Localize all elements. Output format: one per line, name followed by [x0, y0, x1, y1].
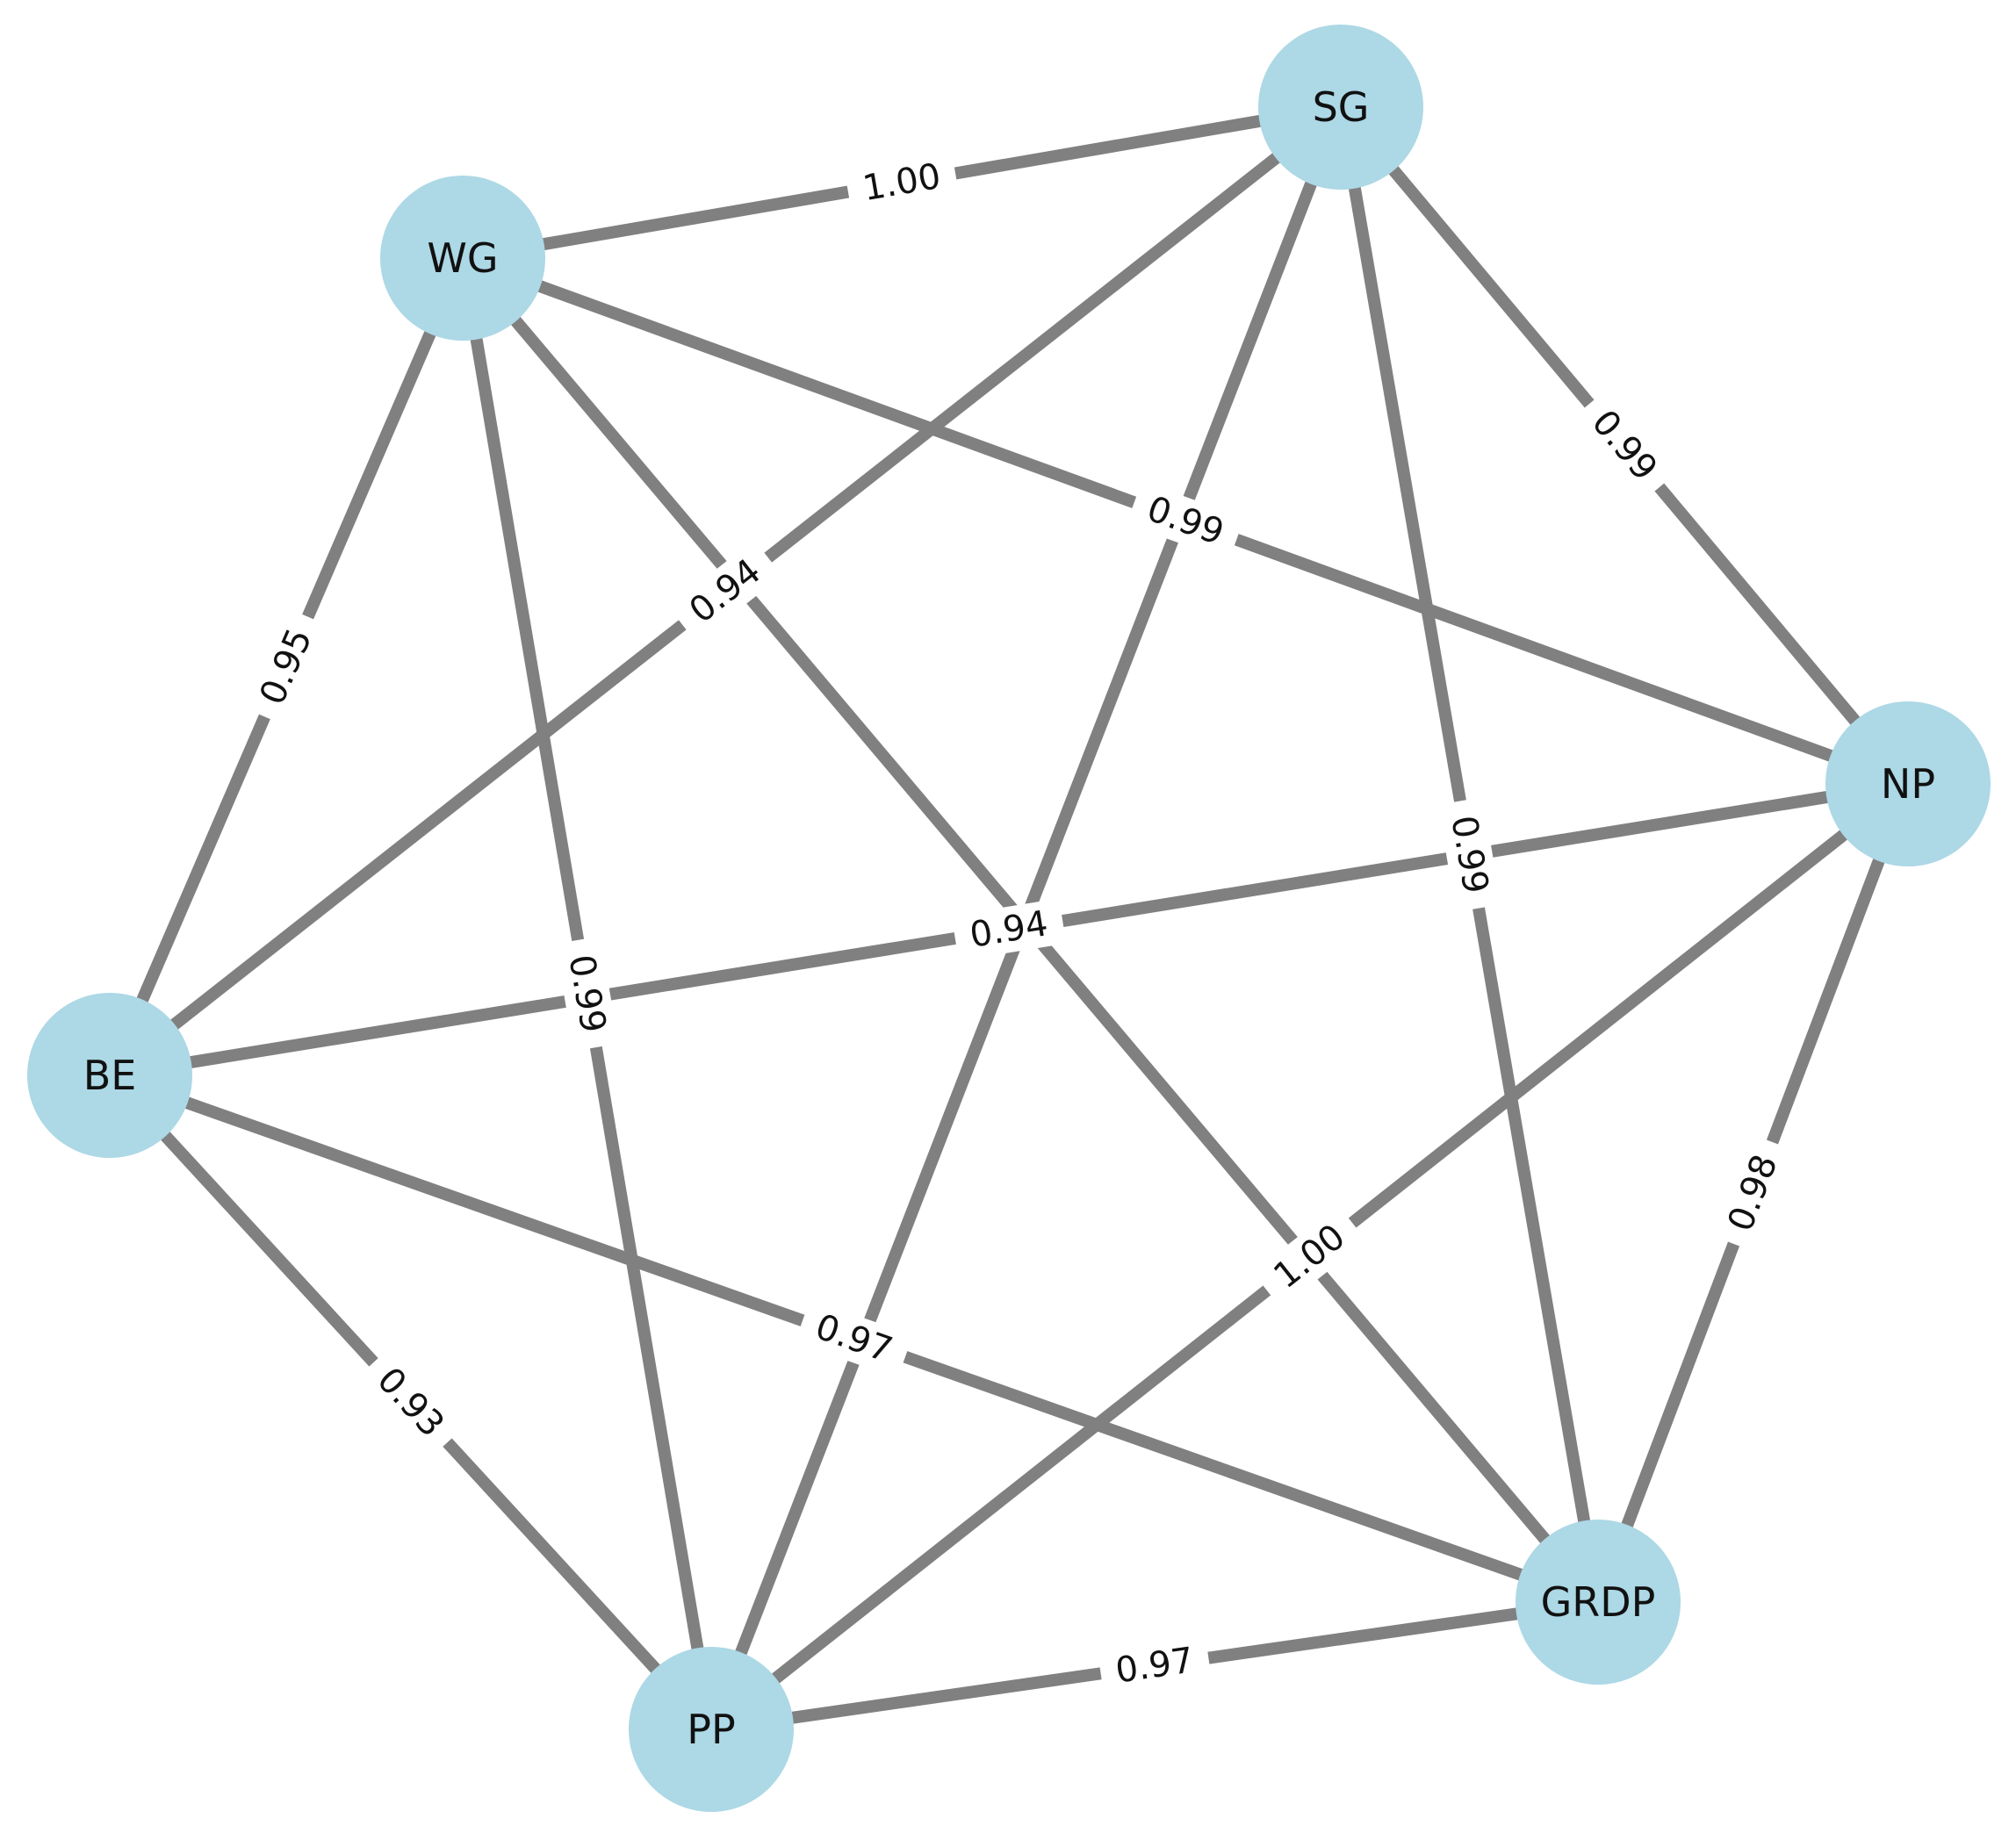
edge-weight-label: 0.99	[1443, 813, 1495, 897]
node-np: NP	[1825, 701, 1991, 866]
node-circle	[629, 1647, 794, 1812]
node-label: GRDP	[1541, 1578, 1656, 1626]
nodes-layer: SG WG NP BE GRDP PP	[27, 25, 1991, 1812]
node-circle	[1516, 1520, 1681, 1685]
node-label: NP	[1881, 760, 1935, 808]
edge-label-np-be: 0.94	[951, 898, 1067, 961]
node-grdp: GRDP	[1516, 1520, 1681, 1685]
node-label: WG	[427, 234, 498, 282]
edge-label-wg-be: 0.95	[243, 607, 329, 726]
edge-label-background	[951, 898, 1067, 961]
node-circle	[27, 993, 192, 1158]
edge-label-background	[356, 1347, 464, 1458]
node-circle	[380, 176, 545, 341]
node-sg: SG	[1258, 25, 1423, 190]
edge-label-sg-grdp: 0.99	[1437, 796, 1501, 913]
edge-label-wg-pp: 0.99	[555, 936, 619, 1052]
node-be: BE	[27, 993, 192, 1158]
edge-label-be-pp: 0.93	[356, 1347, 464, 1458]
node-label: SG	[1313, 83, 1370, 131]
edge-weight-label: 0.99	[560, 952, 613, 1035]
edge-label-background	[1252, 1204, 1367, 1309]
edge-label-pp-grdp: 0.97	[1097, 1635, 1213, 1697]
edge-label-background	[668, 539, 782, 643]
edge-label-background	[243, 607, 329, 726]
edge-weight-label: 1.00	[860, 156, 944, 209]
edge-label-sg-be: 0.94	[668, 539, 782, 643]
edge-label-background	[1126, 480, 1245, 562]
edge-label-background	[1572, 389, 1677, 502]
edge-label-background	[1712, 1133, 1794, 1253]
edge-label-background	[844, 150, 960, 215]
node-wg: WG	[380, 176, 545, 341]
edge-label-background	[795, 1298, 913, 1379]
node-label: BE	[83, 1052, 137, 1099]
node-circle	[1825, 701, 1991, 866]
node-circle	[1258, 25, 1423, 190]
node-label: PP	[687, 1706, 735, 1753]
edge-label-background	[1097, 1635, 1213, 1697]
edge-label-np-grdp: 0.98	[1712, 1133, 1794, 1253]
edge-label-wg-sg: 1.00	[844, 150, 960, 215]
edge-label-background	[555, 936, 619, 1052]
edge-label-sg-np: 0.99	[1572, 389, 1677, 502]
node-pp: PP	[629, 1647, 794, 1812]
edge-label-background	[1437, 796, 1501, 913]
edge-label-wg-np: 0.99	[1126, 480, 1245, 562]
edge-labels-layer: 1.000.990.950.990.990.940.990.940.981.00…	[243, 150, 1794, 1697]
